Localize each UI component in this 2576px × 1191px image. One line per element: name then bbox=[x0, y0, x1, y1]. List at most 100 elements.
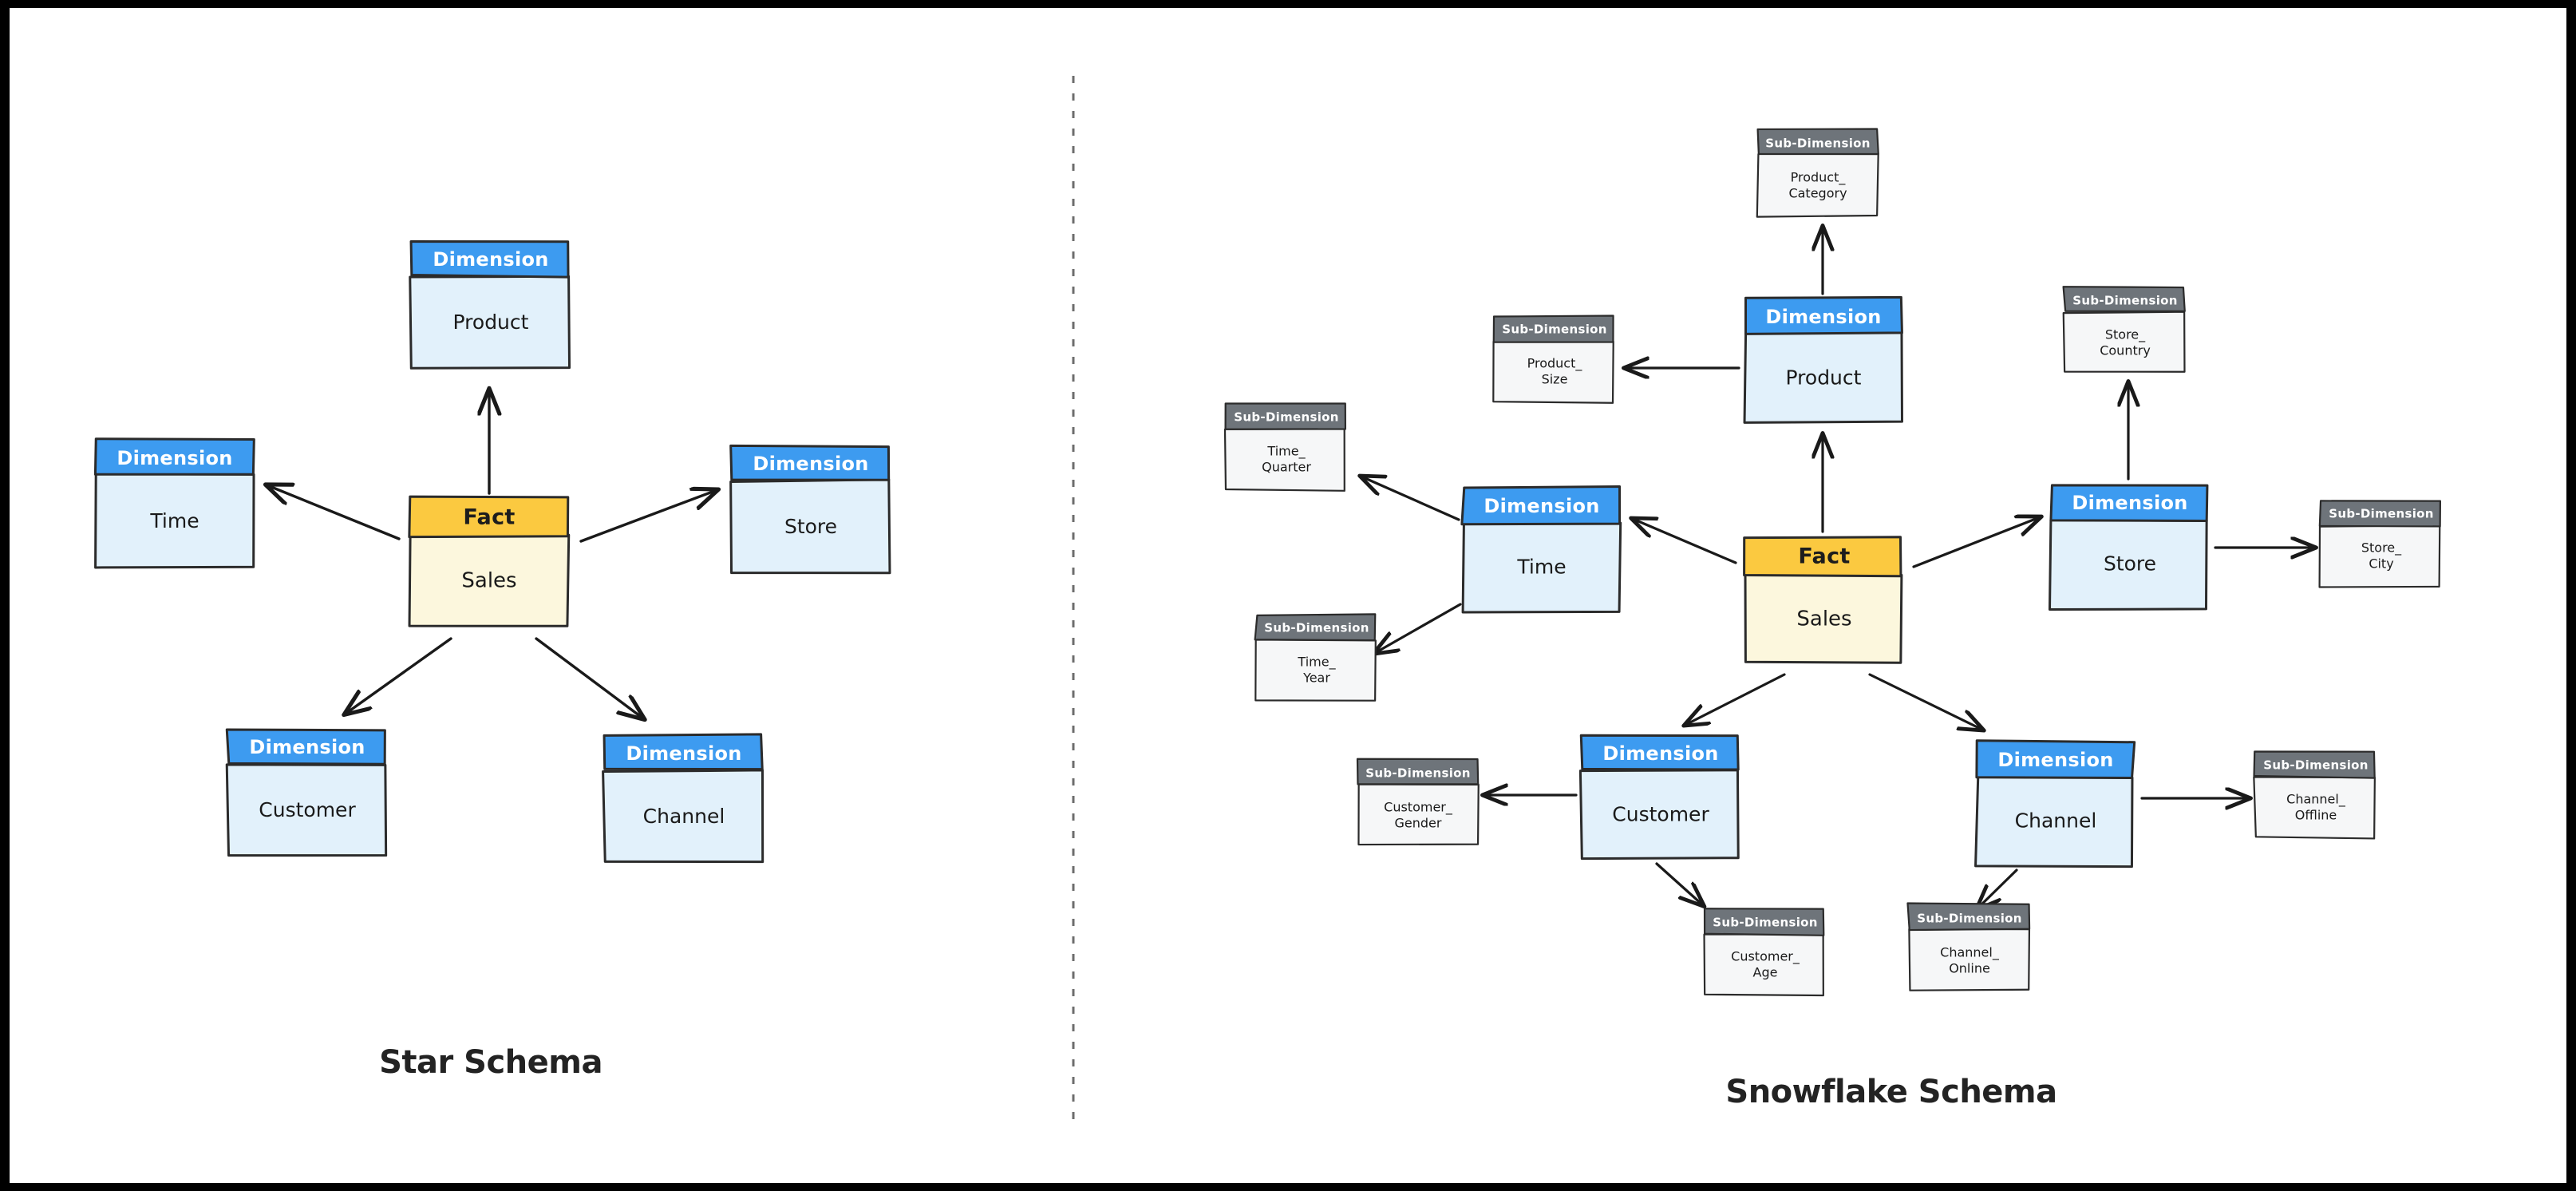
dimension-time-header bbox=[93, 437, 255, 476]
edge-sales-to-customer bbox=[346, 637, 452, 714]
sub-dimension-product-category-header bbox=[1756, 128, 1879, 156]
caption-star: Star Schema bbox=[379, 1044, 603, 1081]
dimension-product-header-label: Dimension bbox=[433, 248, 548, 271]
sf-dimension-customer-label: Customer bbox=[1612, 803, 1709, 826]
dimension-customer-header-label: Dimension bbox=[249, 736, 365, 758]
sub-dimension-store-country-header bbox=[2062, 286, 2186, 312]
sub-dimension-channel-online-label-line1: Channel_ bbox=[1940, 945, 2000, 961]
dimension-customer-label: Customer bbox=[259, 798, 356, 821]
sub-dimension-channel-online-header bbox=[1906, 902, 2031, 932]
sub-dimension-product-size-label-line1: Product_ bbox=[1527, 356, 1583, 372]
sub-dimension-store-city-header-label: Sub-Dimension bbox=[2329, 507, 2433, 521]
sf-edge-channel-to-online bbox=[1977, 869, 2018, 908]
sf-dimension-product-header-label: Dimension bbox=[1765, 306, 1881, 328]
sf-dimension-channel-header-label: Dimension bbox=[1997, 749, 2113, 771]
edge-sales-to-time bbox=[267, 485, 401, 540]
sub-dimension-customer-gender-header bbox=[1356, 758, 1480, 785]
sf-edge-customer-to-age bbox=[1655, 862, 1703, 905]
sub-dimension-store-city-header bbox=[2318, 500, 2442, 528]
sub-dimension-product-size-header bbox=[1492, 315, 1614, 343]
sf-edge-sales-to-channel bbox=[1868, 673, 1982, 730]
fact-sales-header-label: Fact bbox=[463, 505, 515, 530]
sub-dimension-channel-offline-label-line1: Channel_ bbox=[2286, 792, 2346, 808]
sub-dimension-customer-gender-label-line2: Gender bbox=[1395, 815, 1442, 830]
dimension-store-header bbox=[729, 444, 891, 481]
sub-dimension-customer-age-header bbox=[1703, 908, 1825, 936]
sub-dimension-time-quarter-label-line2: Quarter bbox=[1262, 459, 1311, 474]
fact-sales-label: Sales bbox=[461, 569, 516, 593]
dimension-store-header-label: Dimension bbox=[753, 453, 868, 475]
sf-fact-sales-header bbox=[1743, 536, 1902, 578]
sub-dimension-store-city-label-line1: Store_ bbox=[2361, 540, 2402, 556]
sf-dimension-time-label: Time bbox=[1516, 556, 1566, 579]
sf-edge-sales-to-customer bbox=[1685, 673, 1786, 725]
sub-dimension-store-country-body bbox=[2062, 311, 2186, 373]
caption-snowflake: Snowflake Schema bbox=[1725, 1074, 2056, 1110]
sub-dimension-product-category-label-line2: Category bbox=[1788, 185, 1847, 200]
sf-dimension-product-label: Product bbox=[1786, 366, 1862, 390]
sub-dimension-channel-online-label-line2: Online bbox=[1949, 960, 1990, 975]
dimension-channel-header-label: Dimension bbox=[626, 742, 741, 765]
sub-dimension-store-country-header-label: Sub-Dimension bbox=[2072, 294, 2177, 308]
dimension-customer-header bbox=[225, 728, 386, 766]
sub-dimension-time-year-label-line1: Time_ bbox=[1297, 655, 1336, 671]
sub-dimension-time-year-label-line2: Year bbox=[1302, 670, 1330, 685]
sf-dimension-channel-label: Channel bbox=[2015, 809, 2097, 833]
sf-edge-time-to-quarter bbox=[1361, 477, 1460, 521]
sf-fact-sales-label: Sales bbox=[1796, 607, 1851, 631]
nodes-layer: FactSalesDimensionProductDimensionTimeDi… bbox=[93, 128, 2442, 997]
dimension-channel-header bbox=[603, 733, 764, 771]
sub-dimension-time-quarter-header-label: Sub-Dimension bbox=[1234, 410, 1338, 425]
sub-dimension-product-size-label-line2: Size bbox=[1542, 371, 1568, 386]
dimension-product-label: Product bbox=[453, 311, 529, 334]
sub-dimension-customer-gender-header-label: Sub-Dimension bbox=[1365, 766, 1470, 781]
sub-dimension-time-year-header bbox=[1254, 613, 1377, 642]
sf-edge-time-to-year bbox=[1375, 603, 1462, 653]
sub-dimension-product-category-header-label: Sub-Dimension bbox=[1765, 137, 1870, 151]
sub-dimension-channel-offline-header bbox=[2253, 750, 2376, 779]
dimension-channel-label: Channel bbox=[643, 805, 725, 828]
sub-dimension-channel-online-header-label: Sub-Dimension bbox=[1917, 912, 2021, 926]
sf-dimension-customer-header-label: Dimension bbox=[1602, 742, 1718, 765]
sf-dimension-product-header bbox=[1744, 295, 1903, 335]
sub-dimension-channel-offline-label-line2: Offline bbox=[2295, 807, 2337, 822]
sf-dimension-store-header bbox=[2049, 484, 2209, 522]
sf-dimension-time-header bbox=[1460, 485, 1622, 526]
sub-dimension-store-city-label-line2: City bbox=[2369, 556, 2393, 571]
sub-dimension-time-year-header-label: Sub-Dimension bbox=[1264, 621, 1369, 635]
sub-dimension-store-country-label-line1: Store_ bbox=[2105, 327, 2146, 343]
sub-dimension-store-country-label-line2: Country bbox=[2100, 342, 2151, 358]
fact-sales-header bbox=[408, 495, 570, 539]
sub-dimension-customer-age-label-line1: Customer_ bbox=[1731, 949, 1800, 965]
sub-dimension-time-quarter-header bbox=[1224, 402, 1347, 430]
sub-dimension-channel-offline-header-label: Sub-Dimension bbox=[2263, 758, 2368, 773]
sub-dimension-time-quarter-label-line1: Time_ bbox=[1266, 444, 1306, 460]
edge-sales-to-store bbox=[579, 490, 717, 543]
schema-comparison-diagram: FactSalesDimensionProductDimensionTimeDi… bbox=[93, 76, 2442, 1126]
